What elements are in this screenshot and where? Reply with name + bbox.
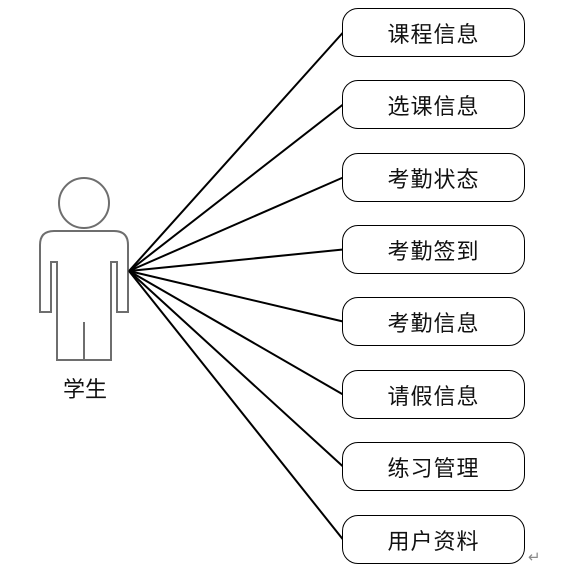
use-case-user-profile[interactable]: 用户资料 xyxy=(342,515,525,564)
association-line-8 xyxy=(128,270,344,541)
association-lines xyxy=(128,31,344,541)
association-line-6 xyxy=(128,270,344,396)
use-case-course-selection-info[interactable]: 选课信息 xyxy=(342,80,525,129)
association-line-7 xyxy=(128,270,344,468)
association-line-5 xyxy=(128,270,344,323)
use-case-attendance-status[interactable]: 考勤状态 xyxy=(342,153,525,202)
paragraph-mark-icon: ↵ xyxy=(528,548,541,566)
use-case-attendance-info[interactable]: 考勤信息 xyxy=(342,297,525,346)
use-case-practice-management[interactable]: 练习管理 xyxy=(342,442,525,491)
actor-label: 学生 xyxy=(62,378,107,403)
association-line-3 xyxy=(128,176,344,272)
use-case-attendance-check-in[interactable]: 考勤签到 xyxy=(342,225,525,274)
association-line-1 xyxy=(128,31,344,272)
actor-head xyxy=(58,177,110,229)
use-case-leave-info[interactable]: 请假信息 xyxy=(342,370,525,419)
actor-figure xyxy=(39,177,129,361)
association-line-4 xyxy=(128,248,344,272)
association-line-2 xyxy=(128,103,344,272)
use-case-course-info[interactable]: 课程信息 xyxy=(342,8,525,57)
